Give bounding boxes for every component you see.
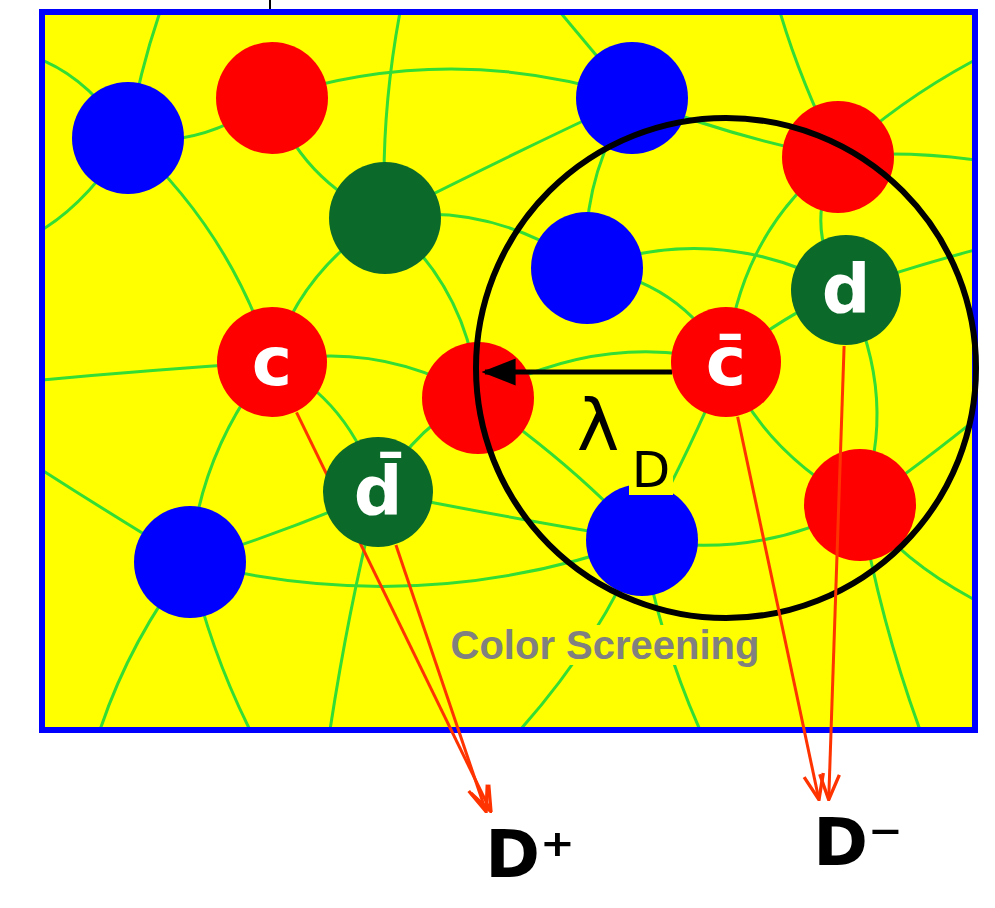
quark-fill [323, 437, 433, 547]
blue-quark [134, 506, 246, 618]
quark-fill [217, 307, 327, 417]
debye-radius-arrow [485, 370, 672, 375]
meson-symbol: D⁻ [813, 807, 903, 880]
decay-arrow [738, 417, 819, 800]
red-quark [216, 42, 328, 154]
quark-symbol: c̄ [706, 325, 746, 400]
green-quark [329, 162, 441, 274]
quark-fill [791, 235, 901, 345]
meson-symbol: D⁺ [485, 819, 575, 892]
quark-symbol: d̄ [354, 455, 403, 530]
meson-label: D⁻ [809, 803, 907, 884]
blue-quark [531, 212, 643, 324]
red-quark [782, 101, 894, 213]
decay-arrow [396, 545, 486, 812]
decay-arrow [297, 412, 491, 811]
region-caption: Color Screening [448, 625, 763, 665]
blue-quark [586, 484, 698, 596]
quark-circle: c [216, 306, 328, 418]
gluon-field [45, 15, 972, 727]
meson-label: D⁺ [481, 815, 579, 896]
quark-fill [671, 307, 781, 417]
debye-lambda: λ [574, 389, 623, 461]
quark-symbol: c [252, 325, 292, 400]
quark-circle: d̄ [322, 436, 434, 548]
quark-symbol: d [822, 253, 871, 328]
blue-quark [72, 82, 184, 194]
debye-subscript: D [629, 445, 674, 495]
decay-arrow [829, 346, 844, 800]
debye-circle [476, 118, 976, 618]
quark-circle: d [790, 234, 902, 346]
quark-circle: c̄ [670, 306, 782, 418]
